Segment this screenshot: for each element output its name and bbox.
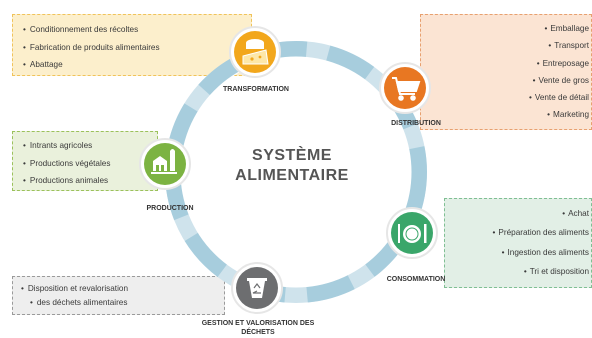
- transformation-node: [229, 26, 281, 78]
- list-item: Productions animales: [23, 172, 157, 190]
- list-item: Productions végétales: [23, 155, 157, 173]
- shopping-cart-icon: [392, 77, 421, 101]
- cycle-arrows: [165, 41, 427, 303]
- list-item: Marketing: [421, 106, 589, 123]
- list-item: Disposition et revalorisation: [21, 282, 224, 296]
- consommation-node: [386, 207, 438, 259]
- transformation-circle: [234, 31, 276, 73]
- list-item: Emballage: [421, 20, 589, 37]
- center-title-line2: ALIMENTAIRE: [235, 167, 349, 184]
- list-item: Entreposage: [421, 55, 589, 72]
- list-item: Transport: [421, 37, 589, 54]
- list-item: Vente de gros: [421, 72, 589, 89]
- plate-cutlery-icon: [398, 224, 427, 243]
- list-item: Intrants agricoles: [23, 137, 157, 155]
- farm-icon: [151, 149, 177, 174]
- list-item: Conditionnement des récoltes: [23, 21, 251, 39]
- center-title-line1: SYSTÈME: [252, 147, 332, 164]
- list-item: Abattage: [23, 56, 251, 74]
- waste-activities-box: Disposition et revalorisation des déchet…: [12, 276, 225, 315]
- list-item: des déchets alimentaires: [21, 296, 224, 310]
- list-item: Achat: [445, 204, 589, 223]
- center-title: SYSTÈME ALIMENTAIRE: [222, 146, 362, 186]
- list-item: Préparation des aliments: [445, 223, 589, 242]
- cheese-icon: [242, 39, 269, 65]
- distribution-label: DISTRIBUTION: [391, 120, 441, 127]
- production-node: [139, 138, 191, 190]
- dechets-node: [231, 262, 283, 314]
- list-item: Vente de détail: [421, 89, 589, 106]
- production-label: PRODUCTION: [146, 205, 194, 212]
- recycle-icon: [247, 278, 267, 298]
- consommation-label: CONSOMMATION: [386, 276, 446, 283]
- dechets-label: GESTION ET VALORISATION DES DÉCHETS: [201, 320, 315, 336]
- list-item: Fabrication de produits alimentaires: [23, 39, 251, 57]
- consumption-activities-box: Achat Préparation des aliments Ingestion…: [444, 198, 592, 288]
- list-item: Ingestion des aliments: [445, 243, 589, 262]
- distribution-node: [379, 62, 431, 114]
- transformation-label: TRANSFORMATION: [223, 86, 289, 93]
- transformation-activities-box: Conditionnement des récoltes Fabrication…: [12, 14, 252, 76]
- distribution-activities-box: Emballage Transport Entreposage Vente de…: [420, 14, 592, 130]
- production-activities-box: Intrants agricoles Productions végétales…: [12, 131, 158, 191]
- list-item: Tri et disposition: [445, 262, 589, 281]
